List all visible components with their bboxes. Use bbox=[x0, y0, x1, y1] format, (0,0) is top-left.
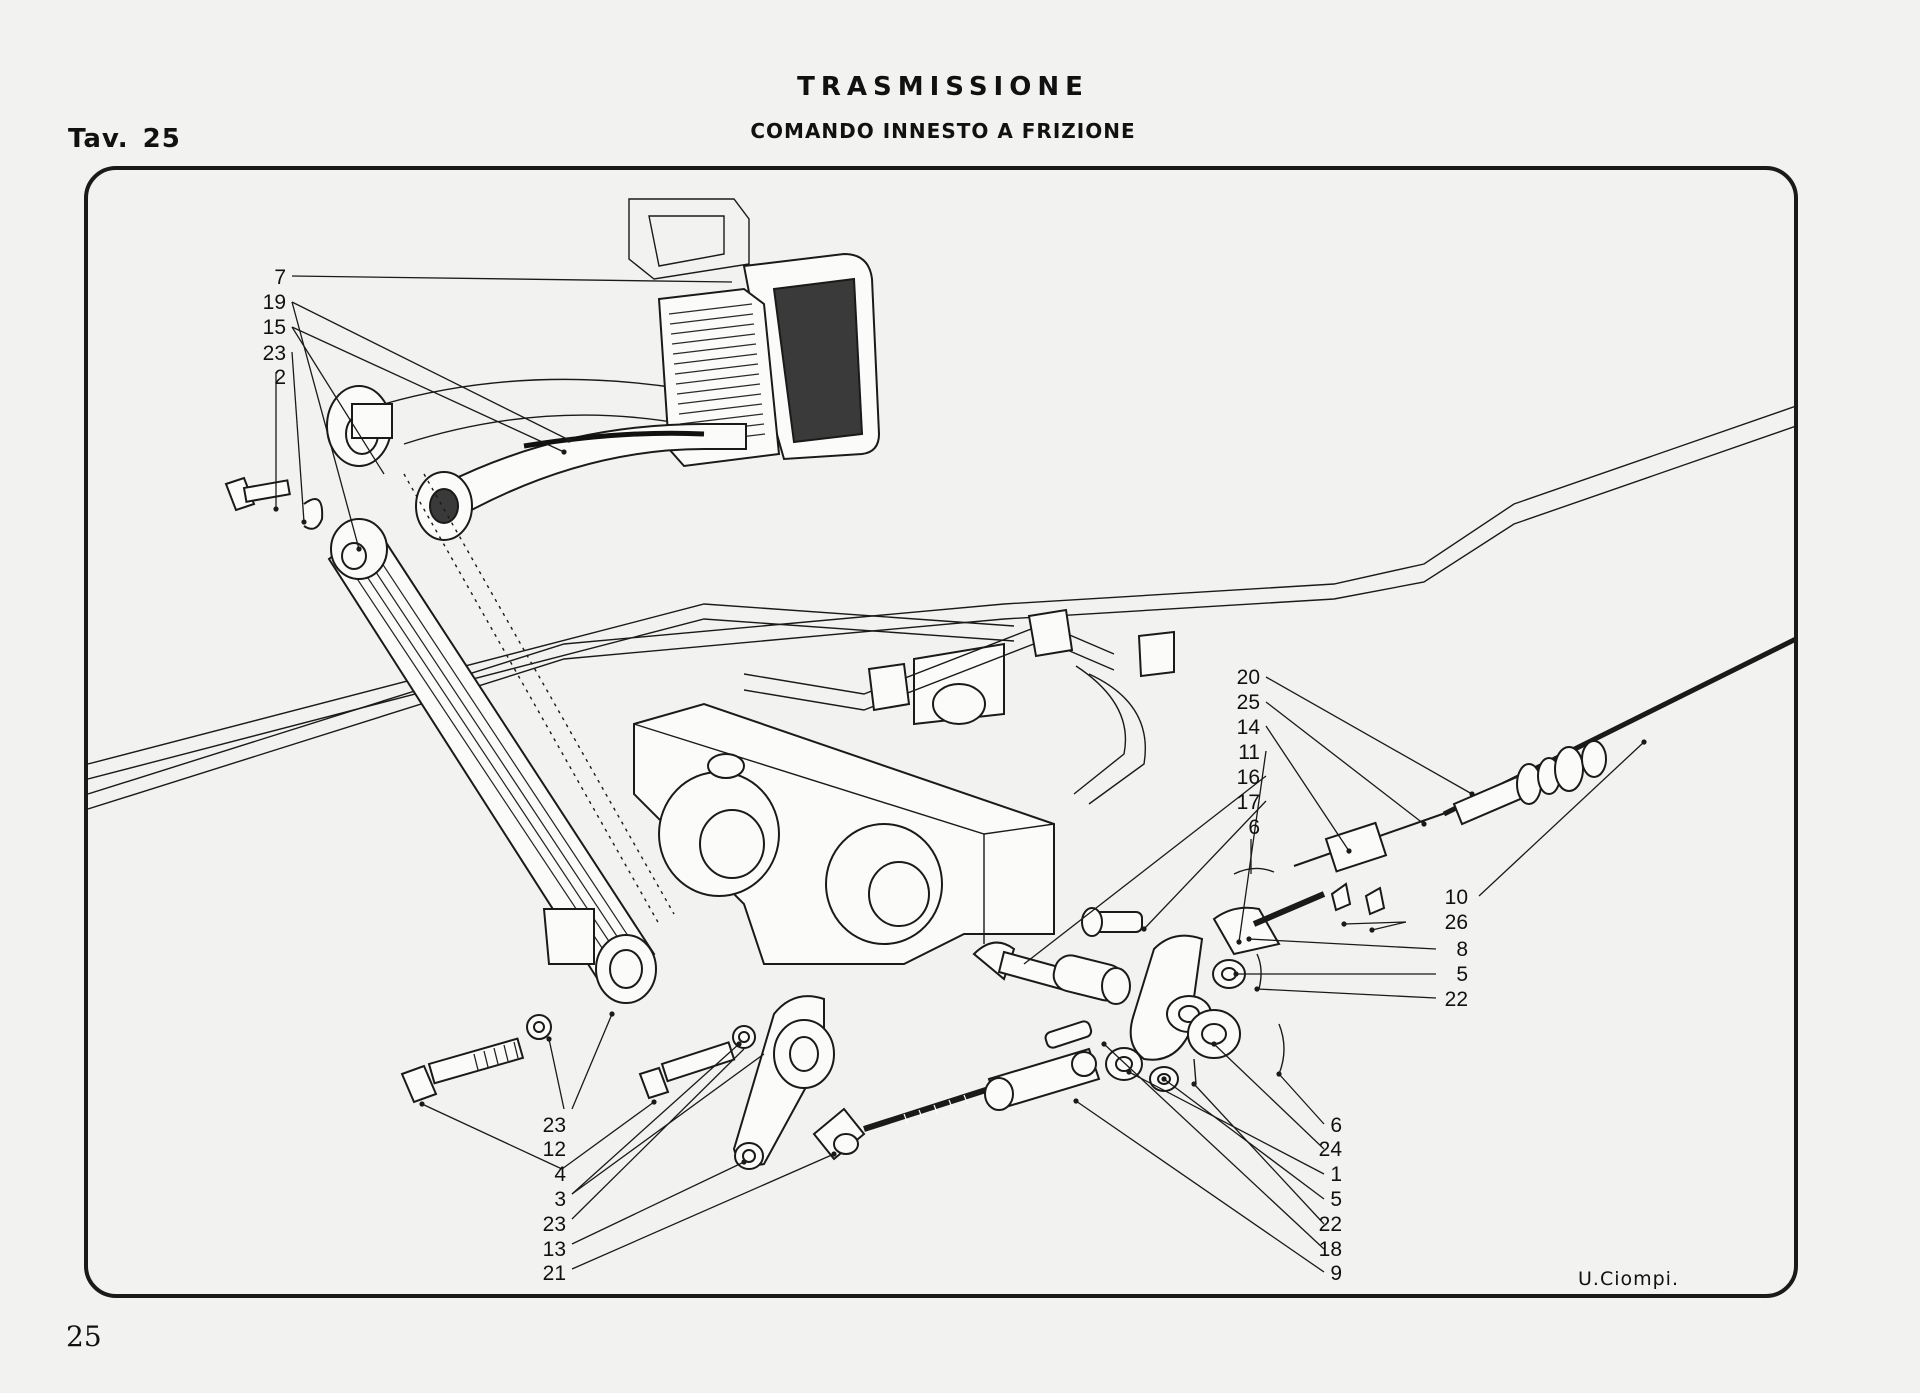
callout-label: 8 bbox=[1456, 938, 1468, 961]
clutch-cable bbox=[1293, 637, 1794, 873]
callout-label: 19 bbox=[263, 291, 286, 314]
callout-label: 9 bbox=[1330, 1262, 1342, 1285]
callout-label: 18 bbox=[1319, 1238, 1342, 1261]
callout-label: 22 bbox=[1445, 988, 1468, 1011]
top-pivot-bolt bbox=[224, 476, 324, 530]
callout-label: 13 bbox=[543, 1238, 566, 1261]
lower-lever bbox=[732, 995, 835, 1170]
page-title: TRASMISSIONE bbox=[797, 72, 1089, 102]
page-number: 25 bbox=[66, 1320, 102, 1353]
bottom-bolts bbox=[400, 1014, 756, 1104]
callout-label: 12 bbox=[543, 1138, 566, 1161]
plate-number: 25 bbox=[142, 124, 181, 154]
page-subtitle: COMANDO INNESTO A FRIZIONE bbox=[750, 119, 1136, 143]
pipe-fittings bbox=[743, 608, 1175, 805]
plate-label: Tav. 25 bbox=[68, 124, 181, 154]
cable-adjuster bbox=[1212, 867, 1386, 956]
callout-label: 25 bbox=[1237, 691, 1260, 714]
callout-label: 5 bbox=[1456, 963, 1468, 986]
callout-label: 2 bbox=[274, 366, 286, 389]
clutch-linkage-diagram: 7 19 15 23 2 20 25 14 11 16 17 6 10 26 8… bbox=[88, 198, 1794, 1285]
pedal-shaft bbox=[326, 385, 473, 541]
chassis-frame bbox=[88, 378, 1794, 810]
callout-label: 26 bbox=[1445, 911, 1468, 934]
bottom-link-rod bbox=[812, 1020, 1101, 1161]
callout-label: 6 bbox=[1248, 816, 1260, 839]
callout-label: 20 bbox=[1237, 666, 1260, 689]
clutch-lever bbox=[327, 473, 675, 1004]
callout-label: 23 bbox=[263, 342, 286, 365]
callout-label: 10 bbox=[1445, 886, 1468, 909]
artist-signature: U.Ciompi. bbox=[1578, 1268, 1680, 1290]
callout-label: 22 bbox=[1319, 1213, 1342, 1236]
callout-label: 3 bbox=[554, 1188, 566, 1211]
callout-label: 1 bbox=[1330, 1163, 1342, 1186]
callout-label: 21 bbox=[543, 1262, 566, 1285]
callout-label: 24 bbox=[1319, 1138, 1343, 1161]
callout-label: 16 bbox=[1237, 766, 1260, 789]
callout-label: 5 bbox=[1330, 1188, 1342, 1211]
right-bell-crank bbox=[1105, 934, 1285, 1092]
callout-label: 23 bbox=[543, 1213, 566, 1236]
callout-label: 6 bbox=[1330, 1114, 1342, 1137]
callout-label: 14 bbox=[1237, 716, 1261, 739]
callout-label: 4 bbox=[554, 1163, 566, 1186]
diagram-frame: 7 19 15 23 2 20 25 14 11 16 17 6 10 26 8… bbox=[84, 166, 1798, 1298]
callout-label: 11 bbox=[1238, 741, 1260, 764]
plate-prefix: Tav. bbox=[68, 124, 129, 154]
callout-label: 7 bbox=[274, 266, 286, 289]
leader-lines bbox=[273, 275, 1647, 1273]
pedal-arm bbox=[442, 423, 747, 516]
callout-label: 23 bbox=[543, 1114, 566, 1137]
callout-label: 17 bbox=[1237, 791, 1260, 814]
callout-labels: 7 19 15 23 2 20 25 14 11 16 17 6 10 26 8… bbox=[263, 266, 1468, 1285]
callout-label: 15 bbox=[263, 316, 286, 339]
pin-and-rod bbox=[972, 907, 1143, 1005]
gearbox-casting bbox=[633, 642, 1055, 965]
pedal-bracket bbox=[628, 198, 750, 280]
